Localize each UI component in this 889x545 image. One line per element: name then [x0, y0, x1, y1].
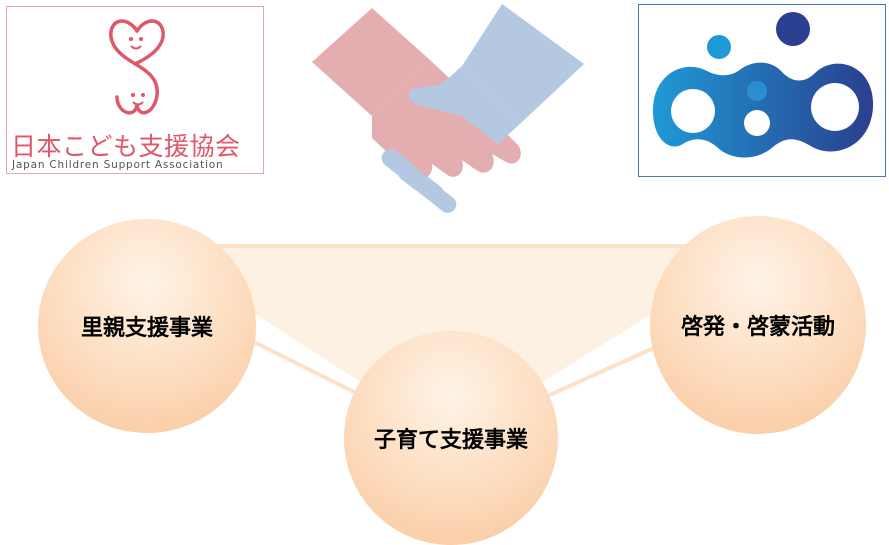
activity-label-foster-support: 里親支援事業 [80, 316, 213, 341]
activity-circle-awareness: 啓発・啓蒙活動 [650, 216, 866, 434]
activity-circle-childcare-support: 子育て支援事業 [344, 331, 558, 545]
activity-label-awareness: 啓発・啓蒙活動 [680, 315, 835, 340]
logo-name-english: Japan Children Support Association [12, 159, 224, 171]
handshake-icon [312, 4, 584, 213]
heart-s-logo-icon [109, 19, 165, 115]
circles-logo-icon [653, 12, 874, 158]
circles-organization-logo [638, 4, 886, 177]
logo-name-japanese: 日本こども支援協会 [11, 132, 241, 161]
activity-label-childcare-support: 子育て支援事業 [373, 428, 528, 453]
japan-children-support-association-logo: 日本こども支援協会 Japan Children Support Associa… [6, 6, 264, 174]
activity-circle-foster-support: 里親支援事業 [38, 219, 256, 433]
